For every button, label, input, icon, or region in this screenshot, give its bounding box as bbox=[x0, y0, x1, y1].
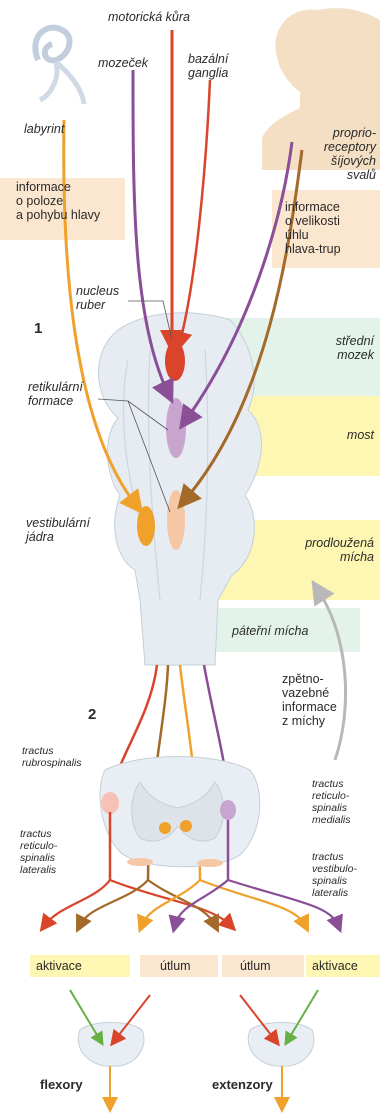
tract-vestibulospinalis-label: tractus vestibulo- spinalis lateralis bbox=[312, 851, 357, 899]
section-2-number: 2 bbox=[88, 708, 96, 722]
medulla-label: prodloužená mícha bbox=[282, 536, 374, 564]
section-1-number: 1 bbox=[34, 322, 42, 336]
tract-reticulospinalis-lateralis-label: tractus reticulo- spinalis lateralis bbox=[20, 828, 57, 876]
reticular-formation-shape bbox=[166, 398, 186, 458]
feedback-label: zpětno- vazebné informace z míchy bbox=[282, 672, 337, 728]
nucleus-ruber-shape bbox=[165, 341, 185, 381]
spinal-cross-section bbox=[100, 757, 260, 868]
angle-info-label: informace o velikosti úhlu hlava-trup bbox=[285, 200, 341, 256]
nucleus-ruber-label: nucleus ruber bbox=[76, 284, 119, 312]
vestibular-nucleus-shape bbox=[137, 506, 155, 546]
flexors-label: flexory bbox=[40, 1078, 83, 1092]
midbrain-label: střední mozek bbox=[296, 334, 374, 362]
activation-left-label: aktivace bbox=[36, 959, 82, 973]
basal-ganglia-arrow bbox=[180, 80, 210, 342]
vestibular-label: vestibulární jádra bbox=[26, 516, 90, 544]
proprioceptors-label: proprio- receptory šíjových svalů bbox=[292, 126, 376, 182]
reticular-label: retikulární formace bbox=[28, 380, 83, 408]
spinal-cord-label: páteřní mícha bbox=[232, 624, 308, 638]
activation-right-label: aktivace bbox=[312, 959, 358, 973]
tract-rubrospinalis-label: tractus rubrospinalis bbox=[22, 745, 82, 769]
reticular-lower-shape bbox=[167, 490, 185, 550]
tract-reticulospinalis-medialis-label: tractus reticulo- spinalis medialis bbox=[312, 778, 351, 826]
labyrinth-label: labyrint bbox=[24, 122, 64, 136]
head-info-label: informace o poloze a pohybu hlavy bbox=[16, 180, 100, 222]
inhibition-right-label: útlum bbox=[240, 959, 271, 973]
inhibition-left-label: útlum bbox=[160, 959, 191, 973]
basal-ganglia-label: bazální ganglia bbox=[188, 52, 228, 80]
labyrinth-icon bbox=[35, 28, 84, 104]
motor-cortex-label: motorická kůra bbox=[108, 10, 190, 24]
cerebellum-label: mozeček bbox=[98, 56, 148, 70]
extensors-label: extenzory bbox=[212, 1078, 273, 1092]
pons-label: most bbox=[300, 428, 374, 442]
